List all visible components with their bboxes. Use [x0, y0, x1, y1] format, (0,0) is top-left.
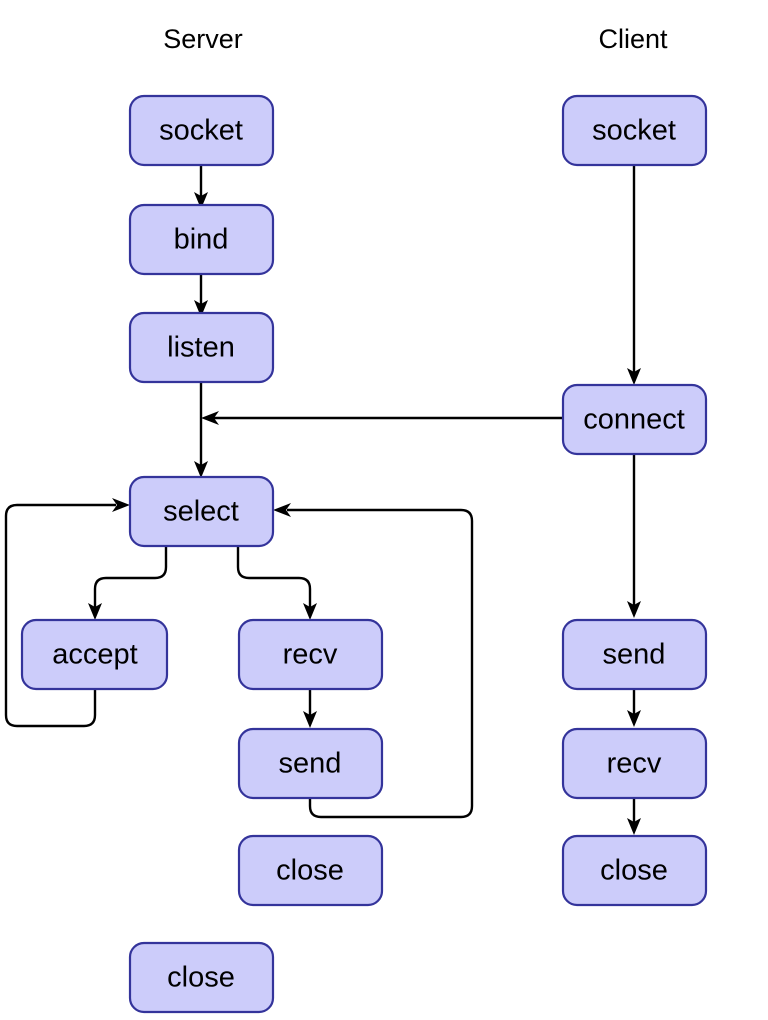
node-server-select[interactable]: select	[128, 475, 275, 548]
node-client-connect[interactable]: connect	[561, 383, 708, 456]
node-server-close-bottom[interactable]: close	[128, 941, 275, 1014]
edge-server-listen-to-select	[194, 382, 208, 478]
node-client-socket-shape[interactable]	[561, 94, 708, 167]
node-server-close-bottom-shape[interactable]	[128, 941, 275, 1014]
edge-server-accept-to-select-loop	[4, 498, 130, 728]
node-client-close-shape[interactable]	[561, 834, 708, 907]
edge-server-recv-to-send	[303, 688, 317, 728]
node-client-recv-shape[interactable]	[561, 727, 708, 800]
node-server-close-middle[interactable]: close	[237, 834, 384, 907]
edge-server-bind-to-listen	[194, 273, 208, 317]
edge-client-recv-to-close	[627, 798, 641, 835]
node-server-listen-shape[interactable]	[128, 311, 275, 384]
column-title-server: Server	[163, 24, 243, 54]
node-client-send[interactable]: send	[561, 618, 708, 691]
node-server-socket-shape[interactable]	[128, 94, 275, 167]
edge-client-send-to-recv	[627, 690, 641, 727]
node-client-socket[interactable]: socket	[561, 94, 708, 167]
edge-client-connect-to-send	[627, 455, 641, 618]
node-server-bind[interactable]: bind	[128, 203, 275, 276]
edge-server-select-to-recv	[236, 545, 317, 620]
edge-server-socket-to-bind	[194, 165, 208, 209]
node-server-accept[interactable]: accept	[20, 618, 169, 691]
node-server-send[interactable]: send	[237, 727, 384, 800]
edge-client-socket-to-connect	[627, 165, 641, 385]
node-client-close[interactable]: close	[561, 834, 708, 907]
edge-client-connect-to-server-select	[201, 411, 563, 425]
node-server-recv[interactable]: recv	[237, 618, 384, 691]
node-server-listen[interactable]: listen	[128, 311, 275, 384]
node-server-send-shape[interactable]	[237, 727, 384, 800]
node-client-connect-shape[interactable]	[561, 383, 708, 456]
node-client-recv[interactable]: recv	[561, 727, 708, 800]
node-server-accept-shape[interactable]	[20, 618, 169, 691]
column-title-client: Client	[598, 24, 668, 54]
node-server-socket[interactable]: socket	[128, 94, 275, 167]
node-server-select-shape[interactable]	[128, 475, 275, 548]
edge-server-select-to-accept	[88, 545, 168, 620]
node-server-close-middle-shape[interactable]	[237, 834, 384, 907]
node-server-recv-shape[interactable]	[237, 618, 384, 691]
edge-server-send-to-select-loop	[273, 503, 474, 819]
node-server-bind-shape[interactable]	[128, 203, 275, 276]
node-client-send-shape[interactable]	[561, 618, 708, 691]
